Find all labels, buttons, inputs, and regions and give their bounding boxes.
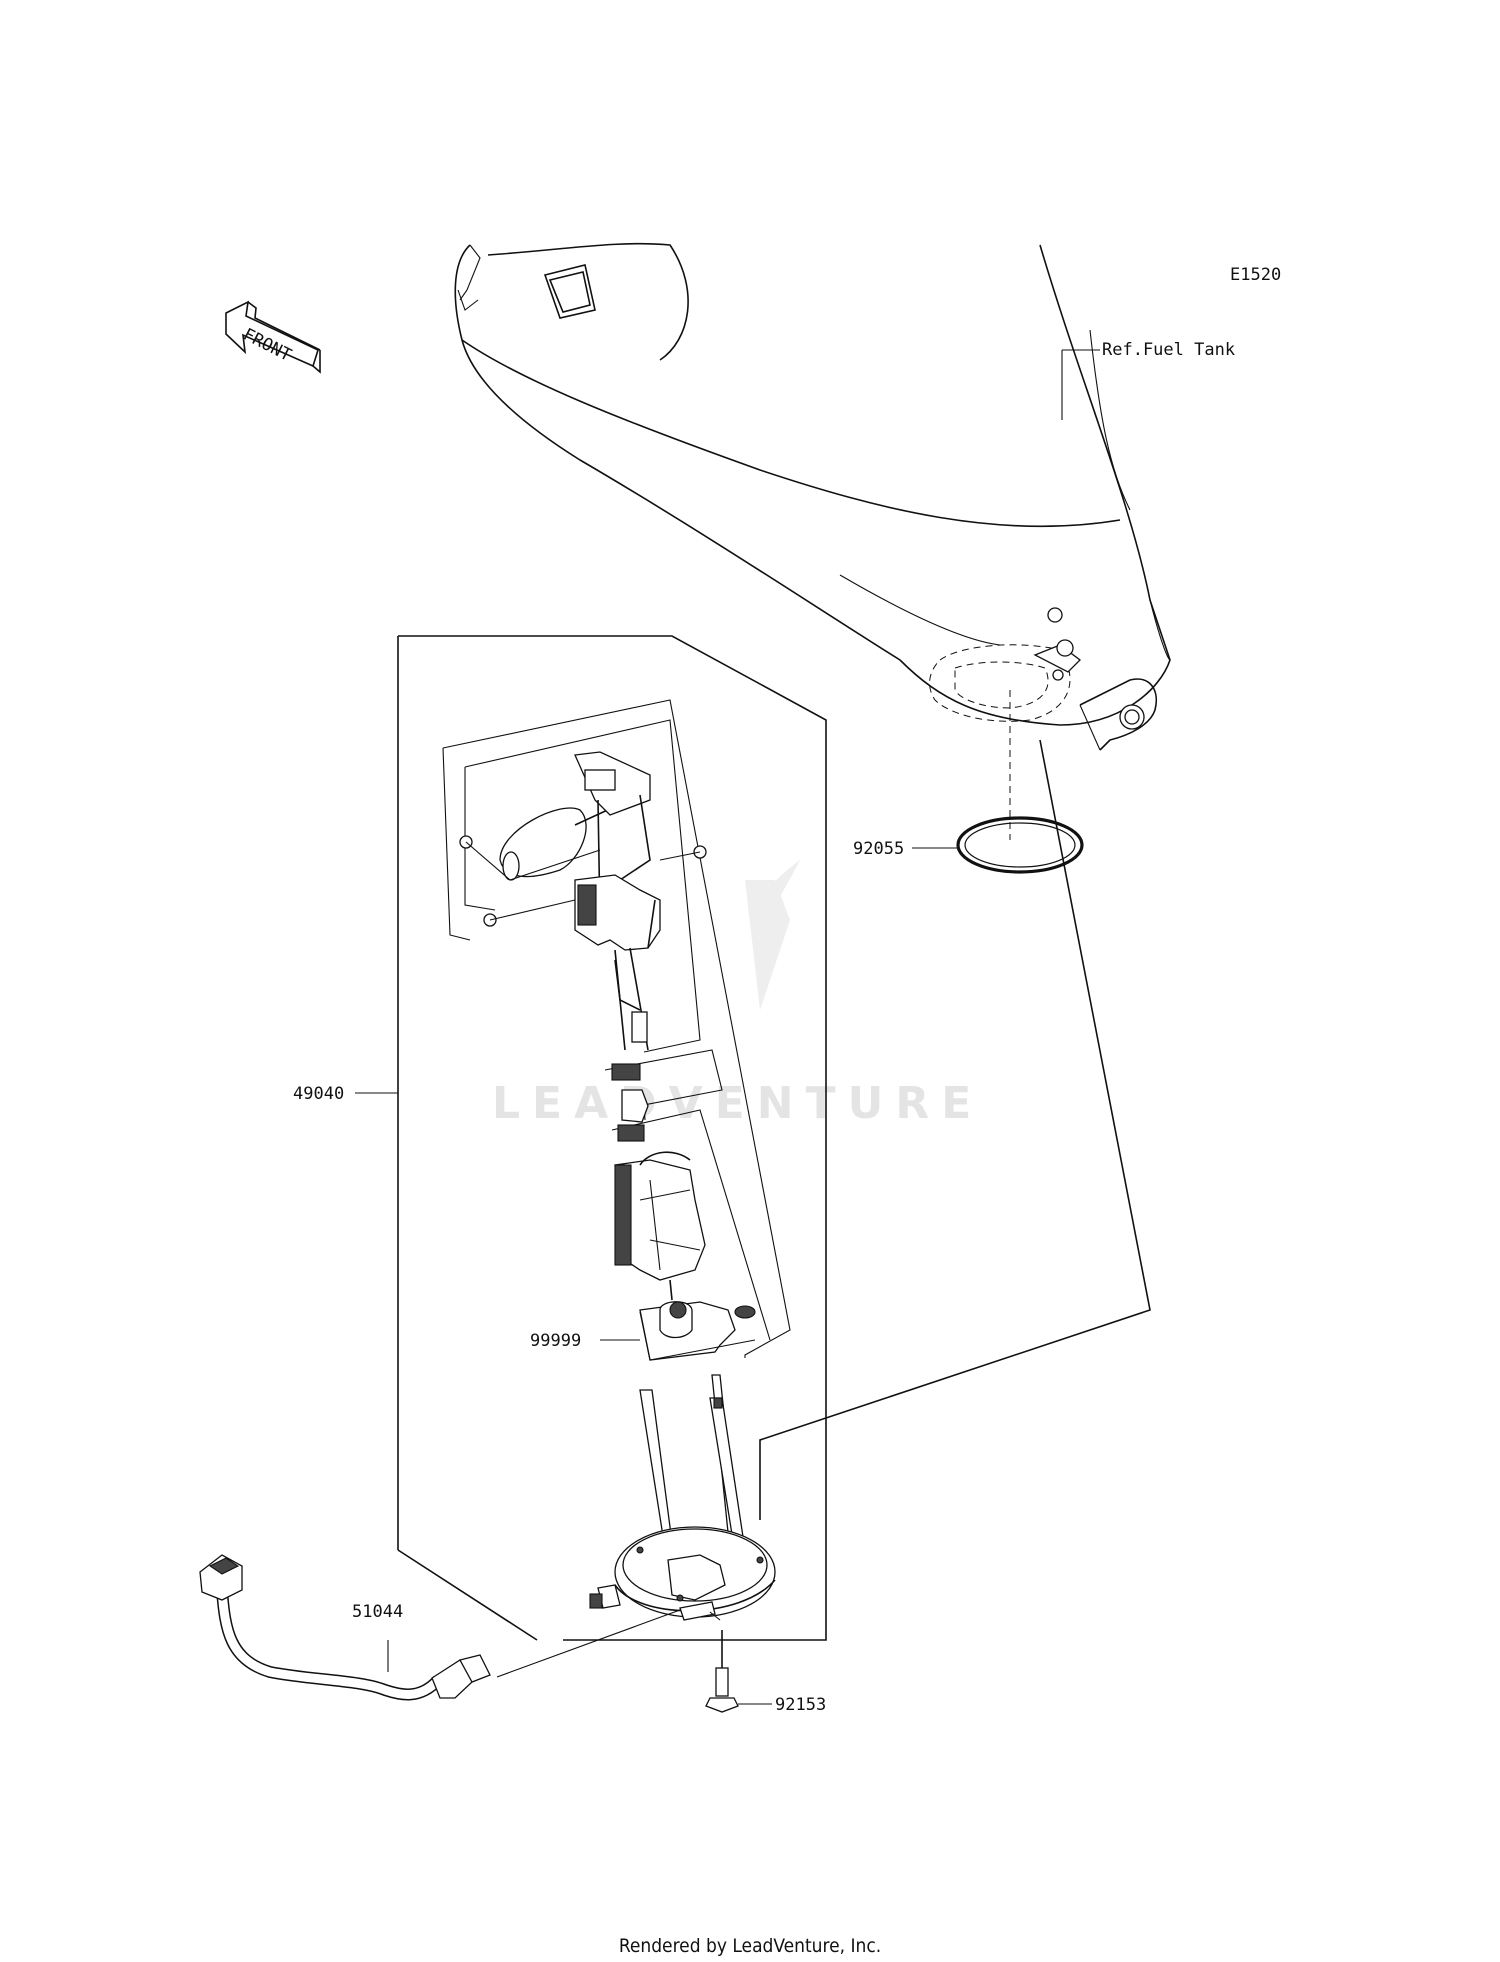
part-number-49040[interactable]: 49040 bbox=[293, 1084, 344, 1104]
part-number-99999[interactable]: 99999 bbox=[530, 1331, 581, 1351]
right-bracket bbox=[759, 739, 1151, 1520]
pump-base bbox=[589, 1374, 776, 1621]
spacer-bottom bbox=[617, 1124, 645, 1142]
watermark-text: LEADVENTURE bbox=[492, 1078, 983, 1129]
part-number-92153[interactable]: 92153 bbox=[775, 1695, 826, 1715]
pump-head bbox=[574, 874, 661, 1051]
wire-lead-51044 bbox=[199, 1554, 681, 1701]
part-number-51044[interactable]: 51044 bbox=[352, 1602, 403, 1622]
diagram-code: E1520 bbox=[1230, 265, 1281, 285]
footer-credit: Rendered by LeadVenture, Inc. bbox=[618, 1935, 882, 1957]
regulator-99999 bbox=[600, 1301, 756, 1361]
watermark: LEADVENTURE bbox=[492, 860, 983, 1129]
fitting bbox=[621, 1089, 649, 1123]
part-number-92055[interactable]: 92055 bbox=[853, 839, 904, 859]
bolt-92153 bbox=[705, 1630, 772, 1713]
pump-sub-frame bbox=[442, 699, 791, 1358]
front-arrow-icon: FRONT bbox=[225, 300, 321, 374]
o-ring-92055 bbox=[912, 816, 1084, 874]
fuel-tank bbox=[454, 242, 1171, 840]
fuel-pump-motor bbox=[614, 1151, 706, 1301]
fuel-level-sender bbox=[459, 751, 707, 927]
ref-fuel-tank-label: Ref.Fuel Tank bbox=[1102, 340, 1235, 360]
spacer-top bbox=[611, 1063, 641, 1081]
front-label: FRONT bbox=[240, 325, 295, 366]
